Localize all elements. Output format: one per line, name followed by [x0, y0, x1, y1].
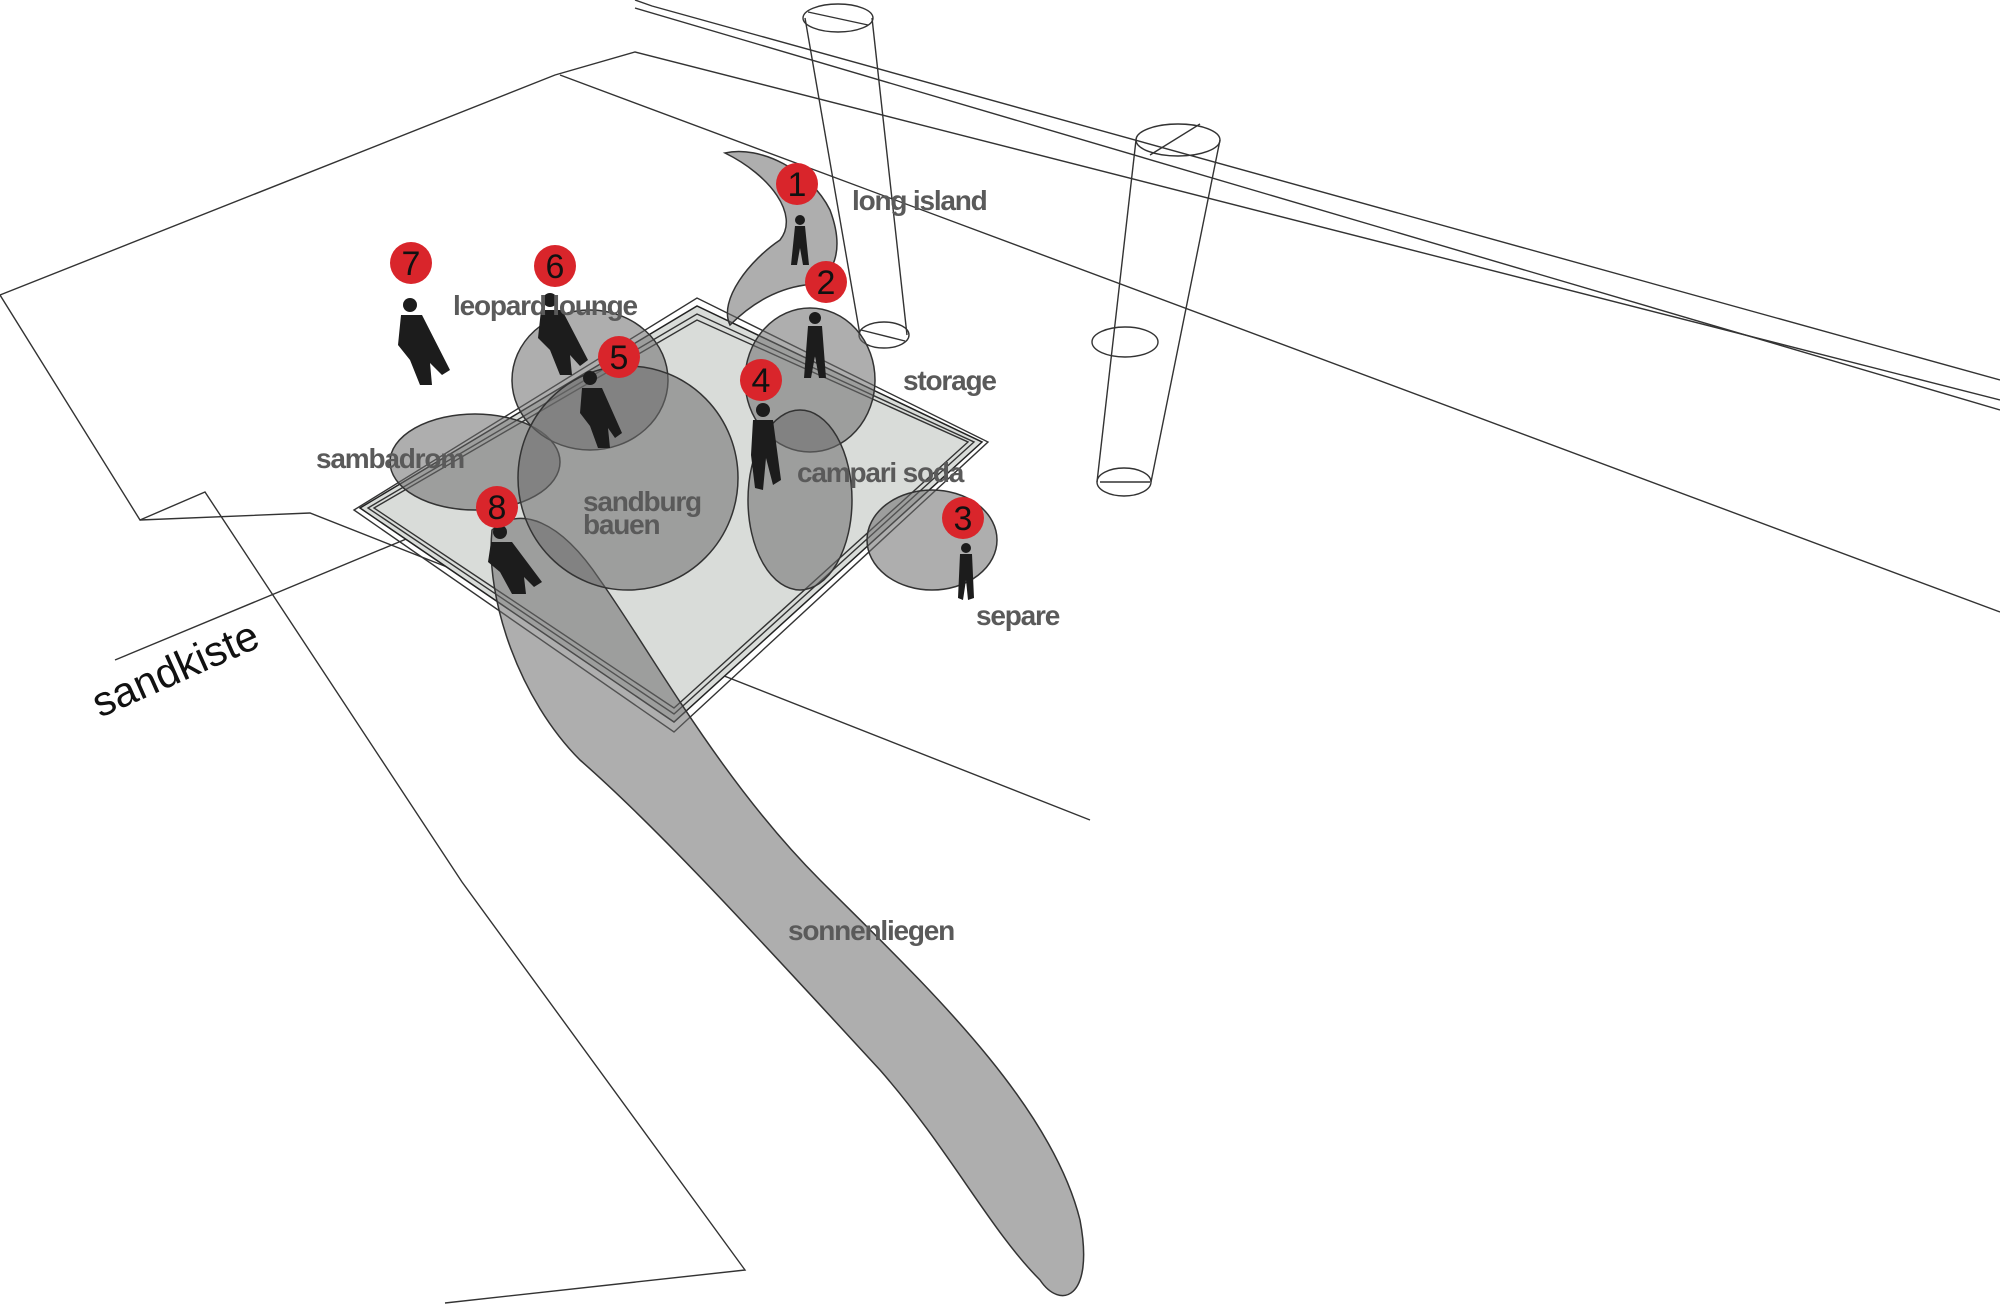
marker-5-number: 5 [610, 339, 629, 377]
marker-4-number: 4 [752, 362, 771, 400]
marker-2-number: 2 [817, 264, 836, 302]
person-figure [538, 293, 588, 375]
marker-1-number: 1 [788, 166, 807, 204]
person-figure [488, 525, 542, 594]
person-figure [804, 312, 826, 378]
person-figure [398, 298, 450, 385]
marker-8-number: 8 [488, 489, 507, 527]
label-separe: separe [976, 600, 1060, 631]
label-long-island: long island [852, 185, 987, 216]
label-sonnenliegen: sonnenliegen [788, 915, 954, 946]
zone-shapes [389, 150, 1085, 1297]
person-figure [580, 371, 622, 448]
marker-3-number: 3 [954, 500, 973, 538]
label-leopard-lounge: leopard lounge [453, 290, 638, 321]
marker-2: 2 [805, 261, 847, 303]
marker-6: 6 [534, 245, 576, 287]
label-sandkiste: sandkiste [85, 611, 266, 726]
label-sandburg: sandburg [583, 486, 701, 517]
label-campari-soda: campari soda [797, 457, 965, 488]
label-storage: storage [903, 365, 996, 396]
sonnenliegen-shape [490, 517, 1085, 1297]
label-bauen: bauen [583, 509, 660, 540]
person-figure [791, 215, 809, 265]
label-sambadrom: sambadrom [316, 443, 464, 474]
marker-5: 5 [598, 336, 640, 378]
column-right [1091, 123, 1221, 497]
sandburg-shape [517, 365, 739, 591]
zone-labels: long island leopard lounge storage samba… [316, 185, 1061, 946]
marker-6-number: 6 [546, 248, 565, 286]
person-figure [751, 403, 781, 490]
marker-7-number: 7 [402, 245, 421, 283]
marker-4: 4 [740, 359, 782, 401]
site-boundary [0, 51, 2000, 1304]
person-figure [958, 543, 974, 600]
marker-1: 1 [776, 163, 818, 205]
markers: 1 2 3 4 5 6 7 8 [390, 163, 984, 539]
marker-7: 7 [390, 242, 432, 284]
marker-8: 8 [476, 486, 518, 528]
street-lines [139, 0, 2000, 821]
marker-3: 3 [942, 497, 984, 539]
person-figures [398, 215, 974, 600]
